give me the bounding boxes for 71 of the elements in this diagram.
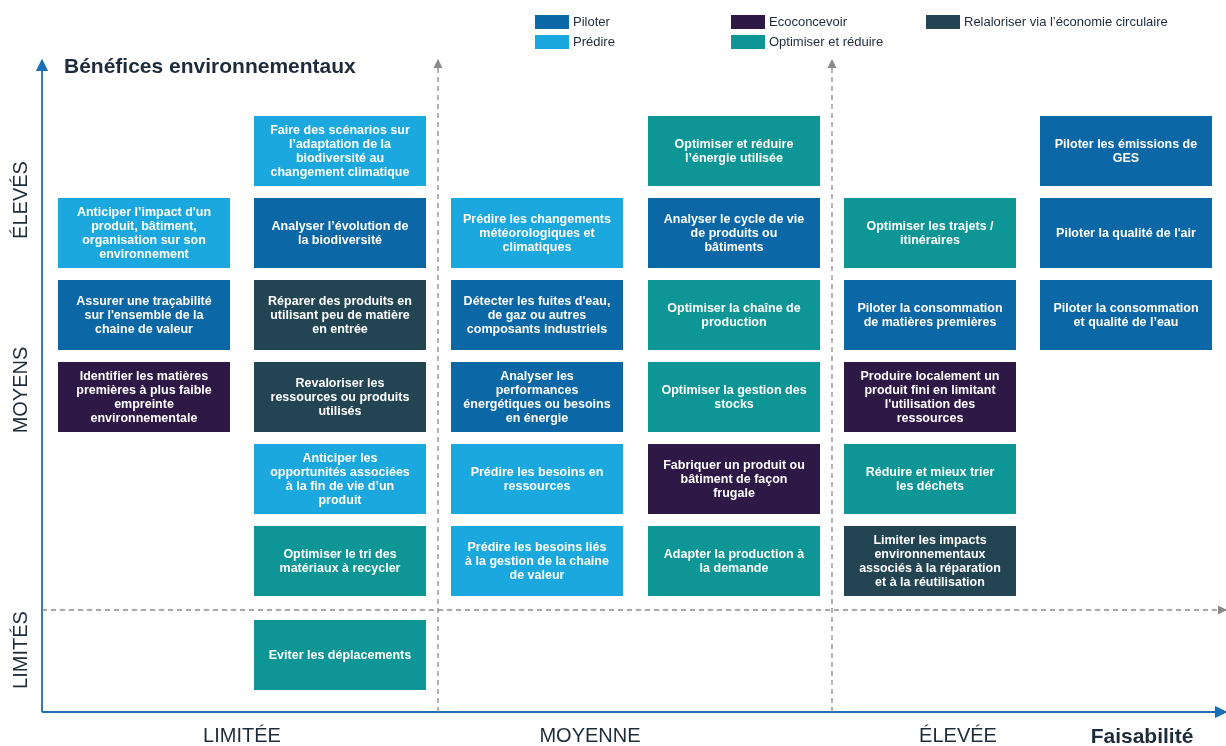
category-box	[844, 198, 1016, 268]
category-box	[58, 280, 230, 350]
box-text: Analyser l’évolution de la biodiversité	[270, 218, 410, 248]
box-text: Revaloriser les ressources ou produits utilisés	[269, 375, 411, 419]
box-text: Assurer une traçabilité sur l'ensemble de la chaine de valeur	[75, 293, 213, 337]
box-text: Détecter les fuites d'eau, de gaz ou autres composants industriels	[463, 293, 611, 337]
box-text: Optimiser la chaîne de production	[666, 300, 802, 330]
box-text: Anticiper les opportunités associées à la fin de vie d’un produit	[269, 450, 411, 508]
box-text: Analyser les performances énergétiques ou besoins en énergie	[463, 368, 611, 426]
category-box	[648, 116, 820, 186]
axis-level-label: ÉLEVÉE	[919, 724, 997, 746]
box-text: Identifier les matières premières à plus faible empreinte environnementale	[75, 368, 213, 426]
box-text: Piloter la consommation de matières premières	[856, 300, 1004, 330]
category-box	[648, 198, 820, 268]
category-box	[451, 444, 623, 514]
box-text: Prédire les changements météorologiques et climatiques	[463, 211, 611, 255]
category-box	[58, 198, 230, 268]
category-box	[844, 362, 1016, 432]
box-text: Anticiper l’impact d'un produit, bâtiment, organisation sur son environnement	[75, 204, 213, 262]
box-text: Fabriquer un produit ou bâtiment de façon frugale	[662, 457, 806, 501]
box-text: Prédire les besoins en ressources	[469, 464, 605, 494]
category-box	[254, 620, 426, 690]
category-box	[58, 362, 230, 432]
box-text: Analyser le cycle de vie de produits ou bâtiments	[662, 211, 806, 255]
category-box	[254, 362, 426, 432]
box-text: Piloter les émissions de GES	[1053, 136, 1199, 166]
axis-level-label: MOYENS	[8, 346, 32, 434]
legend-label: Relaloriser via l’économie circulaire	[964, 14, 1168, 29]
box-text: Produire localement un produit fini en limitant l'utilisation des ressources	[859, 368, 1001, 426]
box-text: Eviter les déplacements	[268, 647, 412, 663]
box-text: Piloter la consommation et qualité de l’eau	[1052, 300, 1200, 330]
category-box	[254, 280, 426, 350]
axis-level-label: LIMITÉS	[8, 611, 32, 689]
box-text: Optimiser le tri des matériaux à recycler	[278, 546, 402, 576]
box-text: Optimiser les trajets / itinéraires	[865, 218, 995, 248]
category-box	[451, 362, 623, 432]
category-box	[844, 280, 1016, 350]
category-box	[1040, 198, 1212, 268]
box-text: Prédire les besoins liés à la gestion de la chaine de valeur	[464, 539, 610, 583]
category-box	[844, 444, 1016, 514]
box-text: Piloter la qualité de l'air	[1056, 225, 1196, 241]
box-text: Adapter la production à la demande	[662, 546, 806, 576]
box-text: Limiter les impacts environnementaux associés à la réparation et à la réutilisation	[858, 532, 1002, 590]
category-box	[254, 526, 426, 596]
category-box	[451, 280, 623, 350]
category-box	[451, 198, 623, 268]
category-box	[254, 116, 426, 186]
category-box	[648, 280, 820, 350]
axis-title: Bénéfices environnementaux	[64, 54, 356, 78]
legend-label: Prédire	[573, 34, 615, 49]
category-box	[254, 198, 426, 268]
box-text: Faire des scénarios sur l’adaptation de la biodiversité au changement climatique	[269, 122, 411, 180]
box-text: Réparer des produits en utilisant peu de matière en entrée	[267, 293, 413, 337]
category-box	[1040, 116, 1212, 186]
category-box	[844, 526, 1016, 596]
legend-label: Ecoconcevoir	[769, 14, 848, 29]
category-box	[648, 444, 820, 514]
axis-level-label: LIMITÉE	[203, 724, 281, 746]
legend-label: Piloter	[573, 14, 610, 29]
axis-level-label: ÉLEVÉS	[8, 161, 32, 239]
box-text: Optimiser la gestion des stocks	[660, 382, 808, 412]
axis-title: Faisabilité	[1090, 724, 1194, 746]
legend-label: Optimiser et réduire	[769, 34, 884, 49]
box-text: Réduire et mieux trier les déchets	[864, 464, 996, 494]
box-text: Optimiser et réduire l’énergie utilisée	[673, 136, 795, 166]
axis-level-label: MOYENNE	[539, 724, 641, 746]
category-box	[648, 526, 820, 596]
category-box	[1040, 280, 1212, 350]
category-box	[648, 362, 820, 432]
category-box	[254, 444, 426, 514]
category-box	[451, 526, 623, 596]
